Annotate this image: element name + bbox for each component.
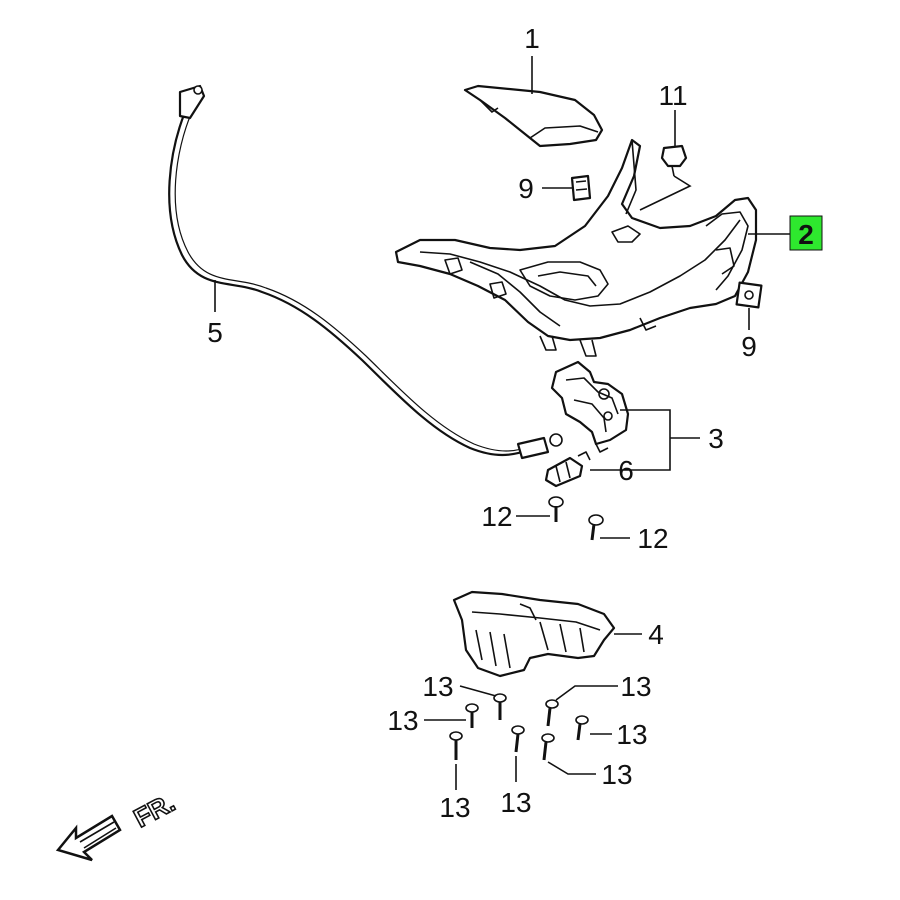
part-1-cover[interactable] — [463, 84, 604, 148]
part-12-screw-a[interactable] — [548, 496, 564, 522]
callout-12-a[interactable]: 12 — [481, 501, 512, 532]
callout-13-f[interactable]: 13 — [439, 792, 470, 823]
callout-4[interactable]: 4 — [648, 619, 664, 650]
callout-9-lower[interactable]: 9 — [741, 331, 757, 362]
part-9-clip-upper[interactable] — [570, 174, 592, 202]
callout-1[interactable]: 1 — [524, 23, 540, 54]
part-2-inner-panel[interactable] — [394, 138, 758, 357]
callout-12-b[interactable]: 12 — [637, 523, 668, 554]
callout-5[interactable]: 5 — [207, 317, 223, 348]
callout-11[interactable]: 11 — [658, 80, 687, 111]
callout-3[interactable]: 3 — [708, 423, 724, 454]
callout-2[interactable]: 2 — [798, 219, 814, 250]
callout-9-upper[interactable]: 9 — [518, 173, 534, 204]
part-13-screw-2[interactable] — [465, 703, 479, 728]
part-13-screw-4[interactable] — [575, 715, 589, 741]
highlight-box-part-2 — [789, 215, 823, 251]
callout-13-g[interactable]: 13 — [500, 787, 531, 818]
callout-6[interactable]: 6 — [618, 455, 634, 486]
front-direction-label: FR. — [129, 787, 180, 833]
callout-13-e[interactable]: 13 — [601, 759, 632, 790]
part-13-screw-1[interactable] — [493, 693, 507, 720]
part-3-latch[interactable] — [550, 360, 630, 453]
part-11-bolt[interactable] — [660, 144, 688, 177]
part-13-screw-7[interactable] — [541, 733, 555, 761]
part-4-lock-base[interactable] — [452, 590, 616, 678]
part-12-screw-b[interactable] — [588, 514, 604, 541]
callout-13-c[interactable]: 13 — [387, 705, 418, 736]
part-13-screw-6[interactable] — [511, 725, 525, 753]
part-13-screw-3[interactable] — [545, 699, 559, 727]
part-5-cable[interactable] — [168, 84, 563, 460]
callout-13-a[interactable]: 13 — [422, 671, 453, 702]
callout-13-d[interactable]: 13 — [616, 719, 647, 750]
part-13-screw-5[interactable] — [449, 731, 463, 760]
callout-13-b[interactable]: 13 — [620, 671, 651, 702]
front-direction-indicator: FR. — [55, 786, 181, 862]
part-9-nut-lower[interactable] — [735, 281, 763, 309]
front-arrow-icon — [55, 814, 122, 862]
leader-lines — [214, 56, 790, 790]
part-6-spring[interactable] — [544, 451, 591, 488]
